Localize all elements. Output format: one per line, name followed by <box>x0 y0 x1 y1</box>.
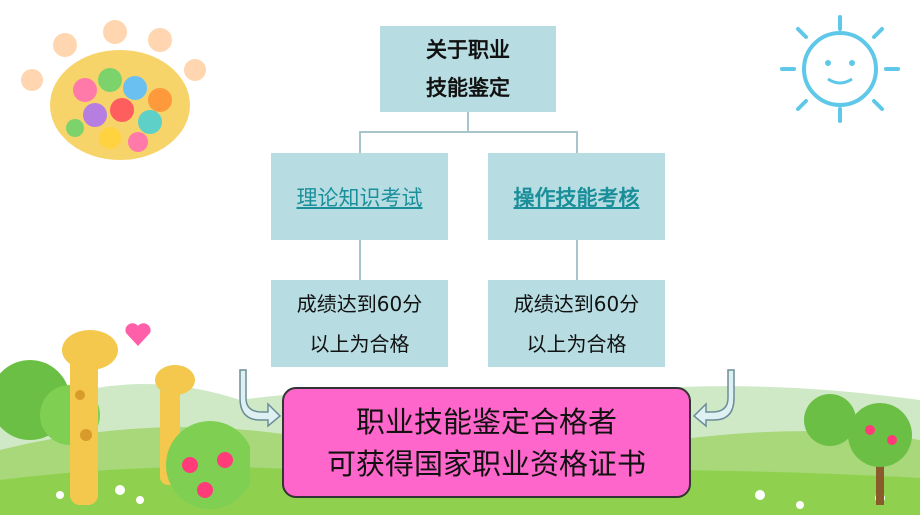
connector-right-lower <box>576 240 578 280</box>
connector-right-vertical <box>576 131 578 153</box>
requirement-left-line1: 成绩达到60分 <box>296 291 423 316</box>
heart-icon <box>125 323 151 346</box>
skill-assessment-link[interactable]: 操作技能考核 <box>488 153 665 240</box>
requirement-right-line1: 成绩达到60分 <box>513 291 640 316</box>
result-line1: 职业技能鉴定合格者 <box>355 404 617 439</box>
result-box: 职业技能鉴定合格者 可获得国家职业资格证书 <box>282 387 691 498</box>
top-title-line1: 关于职业 <box>426 38 510 62</box>
kids-flower-globe-icon <box>21 20 206 160</box>
connector-top-vertical <box>467 112 469 132</box>
sun-icon <box>780 15 900 123</box>
left-arrow-icon <box>239 369 282 428</box>
top-title-box: 关于职业 技能鉴定 <box>380 26 556 112</box>
result-line2: 可获得国家职业资格证书 <box>326 446 646 481</box>
requirement-left-line2: 以上为合格 <box>309 331 410 356</box>
connector-left-lower <box>359 240 361 280</box>
connector-left-vertical <box>359 131 361 153</box>
top-title-line2: 技能鉴定 <box>426 76 510 100</box>
requirement-right-line2: 以上为合格 <box>526 331 627 356</box>
theory-exam-link[interactable]: 理论知识考试 <box>271 153 448 240</box>
requirement-left-box: 成绩达到60分 以上为合格 <box>271 280 448 367</box>
right-arrow-icon <box>692 369 735 428</box>
tree-icon <box>848 403 912 505</box>
connector-horizontal <box>359 131 578 133</box>
giraffe-icon <box>62 330 250 509</box>
requirement-right-box: 成绩达到60分 以上为合格 <box>488 280 665 367</box>
